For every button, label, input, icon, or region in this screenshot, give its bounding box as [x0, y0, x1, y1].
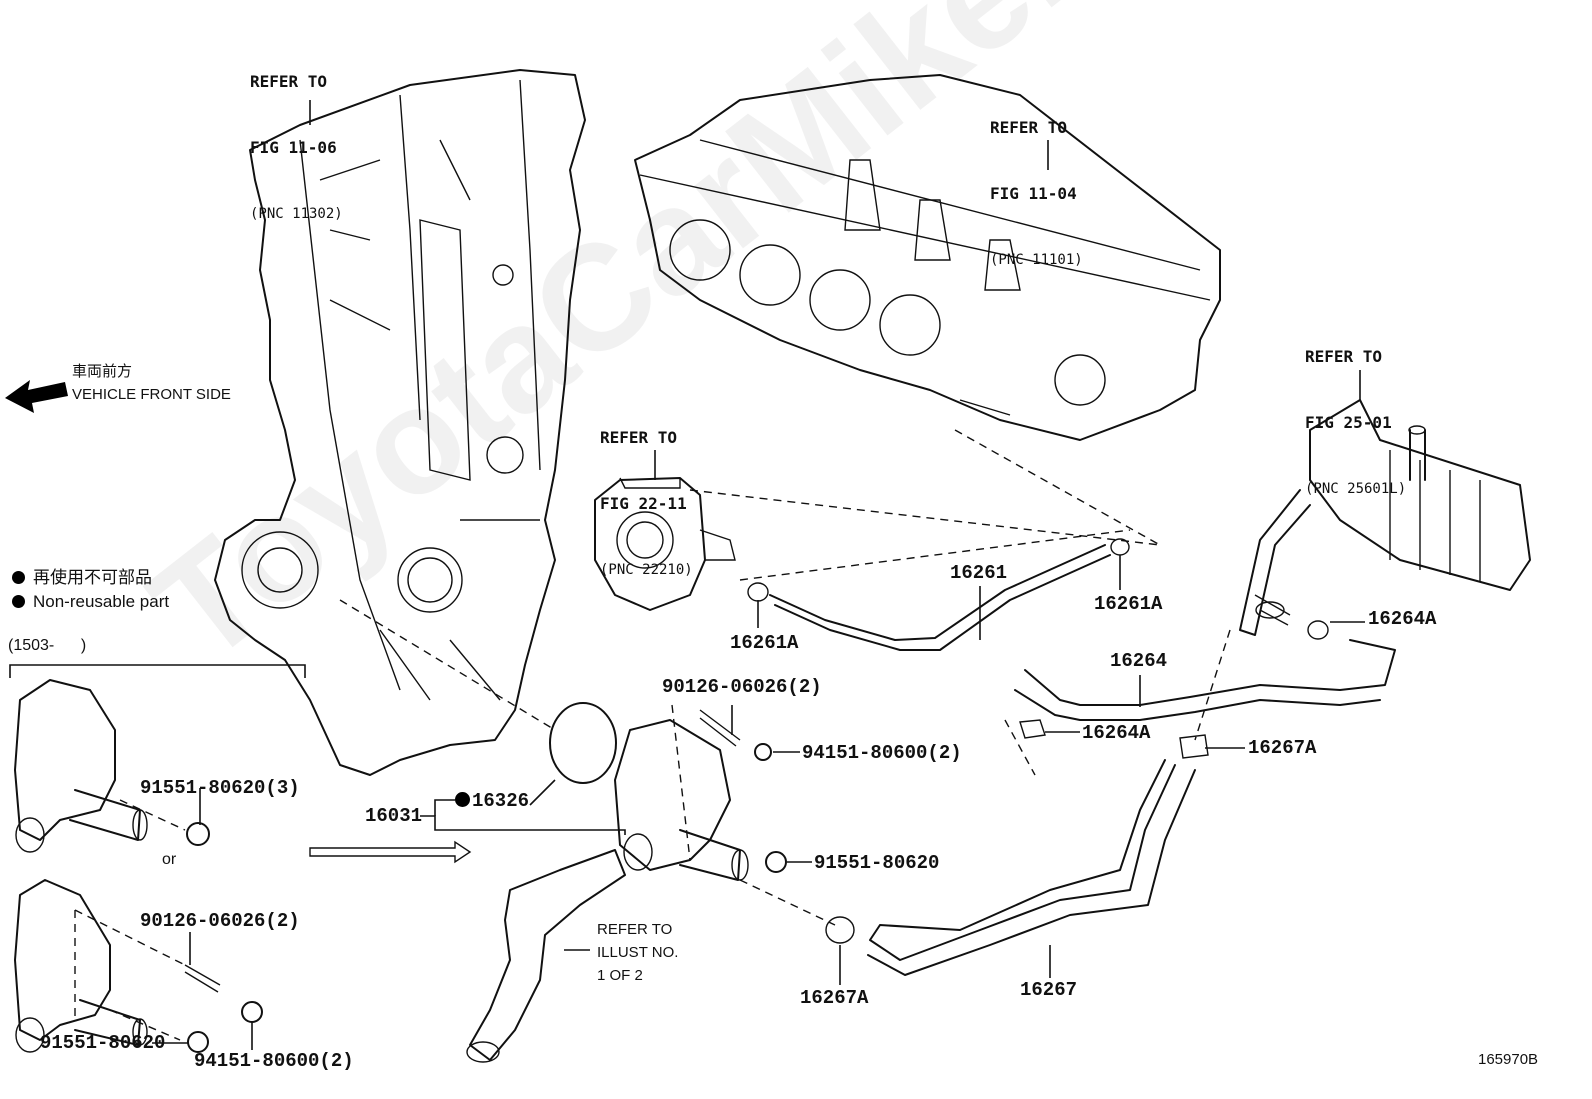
vehicle-front-note: 車両前方 VEHICLE FRONT SIDE — [72, 363, 231, 403]
hose-16261 — [769, 544, 1111, 651]
part-label-16326[interactable]: 16326 — [455, 790, 529, 812]
part-label-90126-main[interactable]: 90126-06026(2) — [662, 676, 822, 698]
hose-16267 — [867, 759, 1196, 976]
timing-chain-cover — [214, 69, 586, 776]
cylinder-head — [634, 74, 1221, 441]
part-label-16261[interactable]: 16261 — [950, 562, 1008, 584]
part-label-16267A-bottom[interactable]: 16267A — [800, 987, 869, 1009]
water-inlet-alt-1 — [14, 679, 210, 853]
part-label-91551-alt2[interactable]: 91551-80620 — [40, 1032, 166, 1054]
part-label-16267[interactable]: 16267 — [1020, 979, 1078, 1001]
ref-egr-cooler: REFER TO FIG 25-01 (PNC 25601L) — [1305, 347, 1407, 497]
vehicle-front-arrow-icon — [5, 380, 68, 413]
part-label-16261A-left[interactable]: 16261A — [730, 632, 799, 654]
non-reusable-dot-icon — [12, 571, 25, 584]
radiator-hose — [466, 849, 626, 1063]
ref-timing-cover: REFER TO FIG 11-06 (PNC 11302) — [250, 72, 343, 222]
egr-cooler — [1239, 399, 1531, 636]
legend-item-jp: 再使用不可部品 — [12, 566, 169, 590]
non-reusable-dot-icon — [455, 792, 470, 807]
date-range: (1503- ) — [8, 637, 87, 654]
legend: 再使用不可部品 Non-reusable part — [12, 566, 169, 614]
water-inlet-main — [614, 704, 836, 926]
o-ring-guide-line — [339, 599, 556, 731]
part-label-16261A-right[interactable]: 16261A — [1094, 593, 1163, 615]
part-label-94151-alt2[interactable]: 94151-80600(2) — [194, 1050, 354, 1072]
part-label-16267A-right[interactable]: 16267A — [1248, 737, 1317, 759]
water-inlet-alt-2 — [14, 879, 263, 1053]
throttle-body — [594, 477, 1161, 611]
illustration-number: 165970B — [1478, 1051, 1539, 1068]
legend-item-en: Non-reusable part — [12, 590, 169, 614]
hose-16264 — [954, 429, 1396, 776]
or-label: or — [162, 851, 177, 868]
part-label-94151-main[interactable]: 94151-80600(2) — [802, 742, 962, 764]
part-label-91551-main[interactable]: 91551-80620 — [814, 852, 940, 874]
part-label-16264[interactable]: 16264 — [1110, 650, 1168, 672]
ref-throttle-body: REFER TO FIG 22-11 (PNC 22210) — [600, 428, 693, 578]
non-reusable-dot-icon — [12, 595, 25, 608]
part-label-16031[interactable]: 16031 — [365, 805, 423, 827]
leader-lines — [152, 100, 1365, 1050]
ref-illust: REFER TO ILLUST NO. 1 OF 2 — [597, 921, 679, 984]
part-label-91551-alt1[interactable]: 91551-80620(3) — [140, 777, 300, 799]
clamps — [747, 538, 1329, 944]
date-range-bracket — [9, 664, 306, 678]
part-label-16264A-left[interactable]: 16264A — [1082, 722, 1151, 744]
alternative-arrow-icon — [309, 840, 472, 864]
o-ring-16326 — [549, 702, 617, 784]
part-label-16264A-right[interactable]: 16264A — [1368, 608, 1437, 630]
part-label-90126-alt2[interactable]: 90126-06026(2) — [140, 910, 300, 932]
ref-cylinder-head: REFER TO FIG 11-04 (PNC 11101) — [990, 118, 1083, 268]
